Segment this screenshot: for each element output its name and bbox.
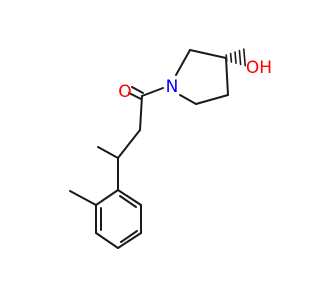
bond-lines — [69, 49, 229, 249]
atom-label-carbonyl-oxygen: O — [118, 82, 131, 102]
hash-3 — [234, 51, 237, 65]
bond-carbonyl-n — [141, 87, 164, 97]
bond-n-c2 — [175, 49, 191, 76]
bond-ch-methyl — [97, 146, 119, 159]
bond-ar-c1-c2 — [95, 189, 119, 206]
bond-ar-inner-2 — [120, 230, 138, 243]
bond-carbonyl-double-2 — [131, 86, 144, 94]
bond-c4-c5 — [195, 94, 229, 105]
hash-2 — [229, 52, 233, 63]
bond-c2-c3 — [189, 49, 227, 59]
bond-carbonyl-ch2 — [139, 95, 143, 131]
bond-c3-c4 — [225, 57, 229, 96]
bond-ar-c3-c4 — [95, 232, 119, 249]
hash-4 — [238, 49, 242, 66]
bond-ar-methyl — [69, 190, 97, 206]
hash-1 — [225, 54, 228, 62]
bond-ar-inner-3 — [119, 195, 137, 208]
bond-ar-c4-c5 — [117, 232, 142, 249]
stereo-hash-bond — [225, 48, 246, 67]
bond-carbonyl-double-1 — [128, 92, 142, 100]
molecule-structure: O N OH — [69, 48, 272, 249]
bond-ch2-ch — [117, 129, 141, 159]
atom-label-hydroxyl: OH — [246, 58, 272, 78]
bond-ar-c6-c1 — [117, 189, 142, 206]
atom-label-nitrogen: N — [166, 77, 179, 97]
bond-c5-n — [179, 94, 197, 105]
hash-5 — [243, 48, 246, 67]
